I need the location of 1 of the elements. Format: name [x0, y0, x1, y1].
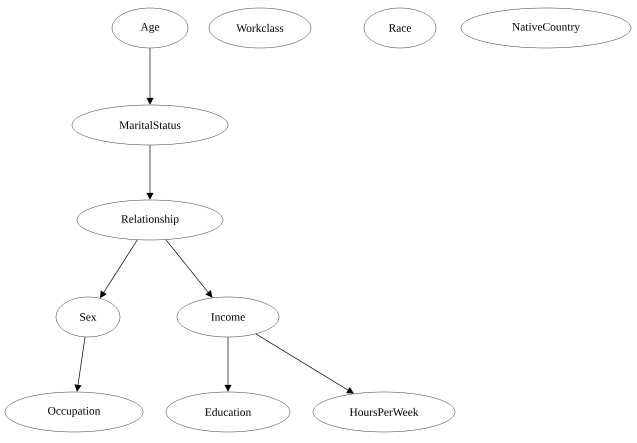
arrow — [256, 334, 354, 394]
